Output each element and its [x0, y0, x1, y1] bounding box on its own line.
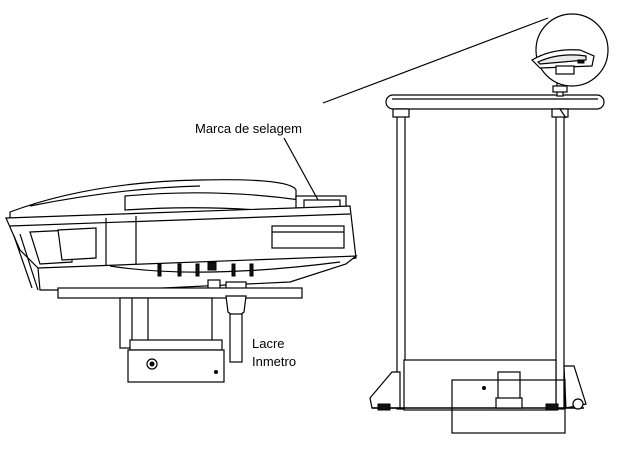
label-inmetro: Inmetro	[252, 354, 296, 369]
stand-scale	[369, 75, 605, 434]
label-lacre: Lacre	[252, 336, 285, 351]
label-seal-mark: Marca de selagem	[195, 121, 302, 136]
underside-ribs	[157, 261, 254, 277]
scale-head-closeup	[5, 137, 358, 383]
detail-circle	[531, 13, 609, 87]
callout-lines	[322, 17, 549, 104]
